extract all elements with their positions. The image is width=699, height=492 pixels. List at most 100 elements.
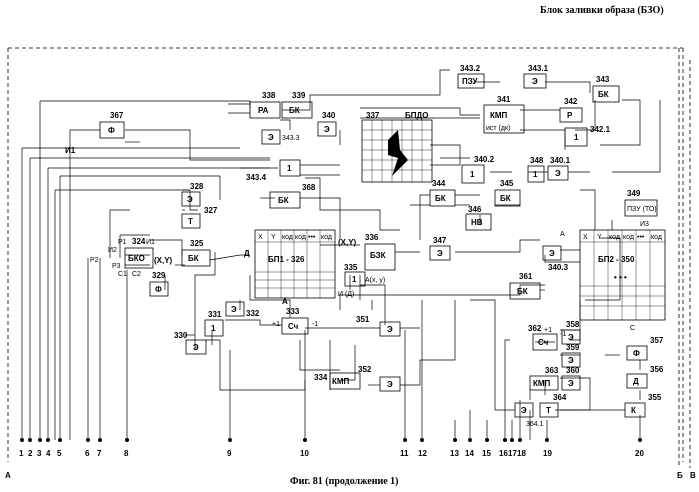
block-343-4: 1 343.4 [246,160,300,182]
svg-text:Э: Э [532,77,538,86]
svg-text:БК: БК [435,194,446,203]
svg-text:X: X [583,234,588,241]
svg-text:4: 4 [46,449,51,458]
block-368: БК 368 [270,183,316,208]
block-339: БК 339 [282,91,312,118]
svg-text:5: 5 [57,449,62,458]
svg-text:БК: БК [598,90,609,99]
svg-text:364.1: 364.1 [526,421,544,428]
svg-text:1: 1 [470,170,475,179]
svg-text:342.1: 342.1 [590,125,611,134]
block-356: Д 356 [627,365,664,388]
svg-text:Т: Т [546,406,551,415]
svg-text:БЗК: БЗК [370,251,386,260]
svg-text:+1: +1 [272,321,280,328]
svg-text:345: 345 [500,179,514,188]
svg-text:356: 356 [650,365,664,374]
svg-text:БП1 - 326: БП1 - 326 [268,255,305,264]
label-i3: И3 [640,221,649,228]
svg-text:КМП: КМП [533,379,551,388]
label-a-326: А [282,297,288,306]
svg-text:• • •: • • • [614,273,627,282]
block-364-1: Э 364.1 [515,403,544,428]
svg-text:340.1: 340.1 [550,156,571,165]
svg-text:328: 328 [190,182,204,191]
svg-text:358: 358 [566,320,580,329]
svg-text:ПЗУ: ПЗУ [462,77,478,86]
svg-text:352: 352 [358,365,372,374]
block-350: X Y код код ••• код БП2 - 350 • • • [580,230,665,320]
edge-label-v: В [690,471,696,480]
block-335: 1 335 [344,263,365,286]
block-333: Сч 333 +1 -1 [272,307,318,334]
label-xy-left: (X,Y) [154,256,173,265]
svg-text:334: 334 [314,373,328,382]
label-c1: С1 [118,271,127,278]
block-348: 1 348 [528,156,544,182]
label-i2: И2 [108,247,117,254]
svg-text:A(x, y): A(x, y) [365,277,385,284]
svg-text:342: 342 [564,97,578,106]
label-a-350: А [560,231,565,238]
svg-text:Ф: Ф [108,126,115,135]
svg-text:БПДО: БПДО [405,111,428,120]
svg-text:8: 8 [124,449,129,458]
fill-shape [388,130,408,176]
svg-text:339: 339 [292,91,306,100]
label-c2: С2 [132,271,141,278]
svg-text:349: 349 [627,189,641,198]
block-337: 337 БПДО [362,111,432,182]
svg-text:13: 13 [450,449,459,458]
svg-text:324: 324 [132,237,146,246]
svg-text:20: 20 [635,449,644,458]
svg-text:343.4: 343.4 [246,173,267,182]
input-labels: 1 2 3 4 5 6 7 8 9 10 11 12 13 14 15 16 1… [19,449,644,458]
svg-text:Э: Э [324,125,330,134]
block-352: Э 352 [358,365,400,391]
edge-label-a: А [5,471,11,480]
svg-text:1: 1 [211,324,216,333]
svg-text:Сч: Сч [288,322,299,331]
svg-text:340.2: 340.2 [474,155,495,164]
svg-text:РА: РА [258,106,269,115]
svg-text:357: 357 [650,336,664,345]
block-343-3: Э 343.3 [262,130,300,144]
block-330: Э 330 [174,331,206,354]
block-342: Р 342 [560,97,582,122]
svg-text:336: 336 [365,233,379,242]
block-351: Э 351 [356,315,400,336]
svg-text:Д: Д [633,377,639,386]
block-346: НВ 346 [466,205,491,230]
svg-text:Э: Э [437,249,443,258]
block-343: БК 343 [593,75,619,102]
svg-text:БК: БК [500,194,511,203]
svg-text:Р: Р [567,111,573,120]
label-c-350: С [630,325,635,332]
svg-text:333: 333 [286,307,300,316]
block-345: БК 345 [495,179,520,206]
svg-text:11: 11 [400,449,409,458]
svg-text:362: 362 [528,324,542,333]
svg-text:1: 1 [574,133,579,142]
block-363: КМП 363 [530,366,559,390]
block-362: Сч 362 +1 -1 [528,324,566,350]
svg-text:343.1: 343.1 [528,64,549,73]
svg-text:•••: ••• [308,234,316,241]
block-341: КМП ист (дк) 341 [484,95,524,133]
input-terminals [20,438,642,442]
svg-text:код: код [609,234,620,241]
svg-text:КМП: КМП [490,111,508,120]
svg-text:Э: Э [231,305,237,314]
block-344: БК 344 [430,179,455,206]
svg-text:Э: Э [387,380,393,389]
svg-text:359: 359 [566,343,580,352]
svg-text:+1: +1 [544,327,552,334]
svg-text:-1: -1 [312,321,318,328]
svg-text:340: 340 [322,111,336,120]
svg-text:19: 19 [543,449,552,458]
block-340: Э 340 [318,111,336,136]
block-367: Ф 367 [100,111,124,138]
svg-text:Э: Э [187,195,193,204]
svg-text:7: 7 [97,449,102,458]
